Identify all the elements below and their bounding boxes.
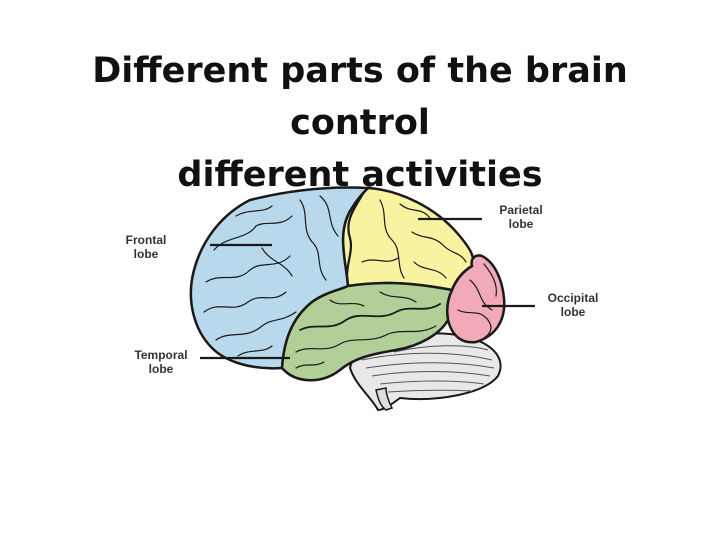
frontal-label-line-2: lobe — [133, 247, 159, 261]
occipital-lobe-label: Occipital lobe — [538, 291, 608, 319]
parietal-label-line-1: Parietal — [499, 203, 543, 217]
temporal-label-line-1: Temporal — [134, 348, 188, 362]
parietal-lobe — [341, 186, 475, 292]
gyri-lines — [203, 190, 497, 369]
parietal-lobe-label: Parietal lobe — [490, 203, 552, 231]
title-line-1: Different parts of the brain control — [92, 51, 628, 144]
temporal-lobe-label: Temporal lobe — [125, 348, 197, 376]
frontal-label-line-1: Frontal — [125, 233, 167, 247]
temporal-lobe — [280, 281, 454, 382]
occipital-label-line-2: lobe — [560, 305, 586, 319]
frontal-lobe-label: Frontal lobe — [118, 233, 174, 261]
slide-title: Different parts of the brain control dif… — [40, 45, 680, 201]
temporal-label-line-2: lobe — [148, 362, 174, 376]
brain-stem — [375, 387, 394, 411]
occipital-label-line-1: Occipital — [547, 291, 599, 305]
parietal-label-line-2: lobe — [508, 217, 534, 231]
leader-lines — [200, 217, 535, 360]
